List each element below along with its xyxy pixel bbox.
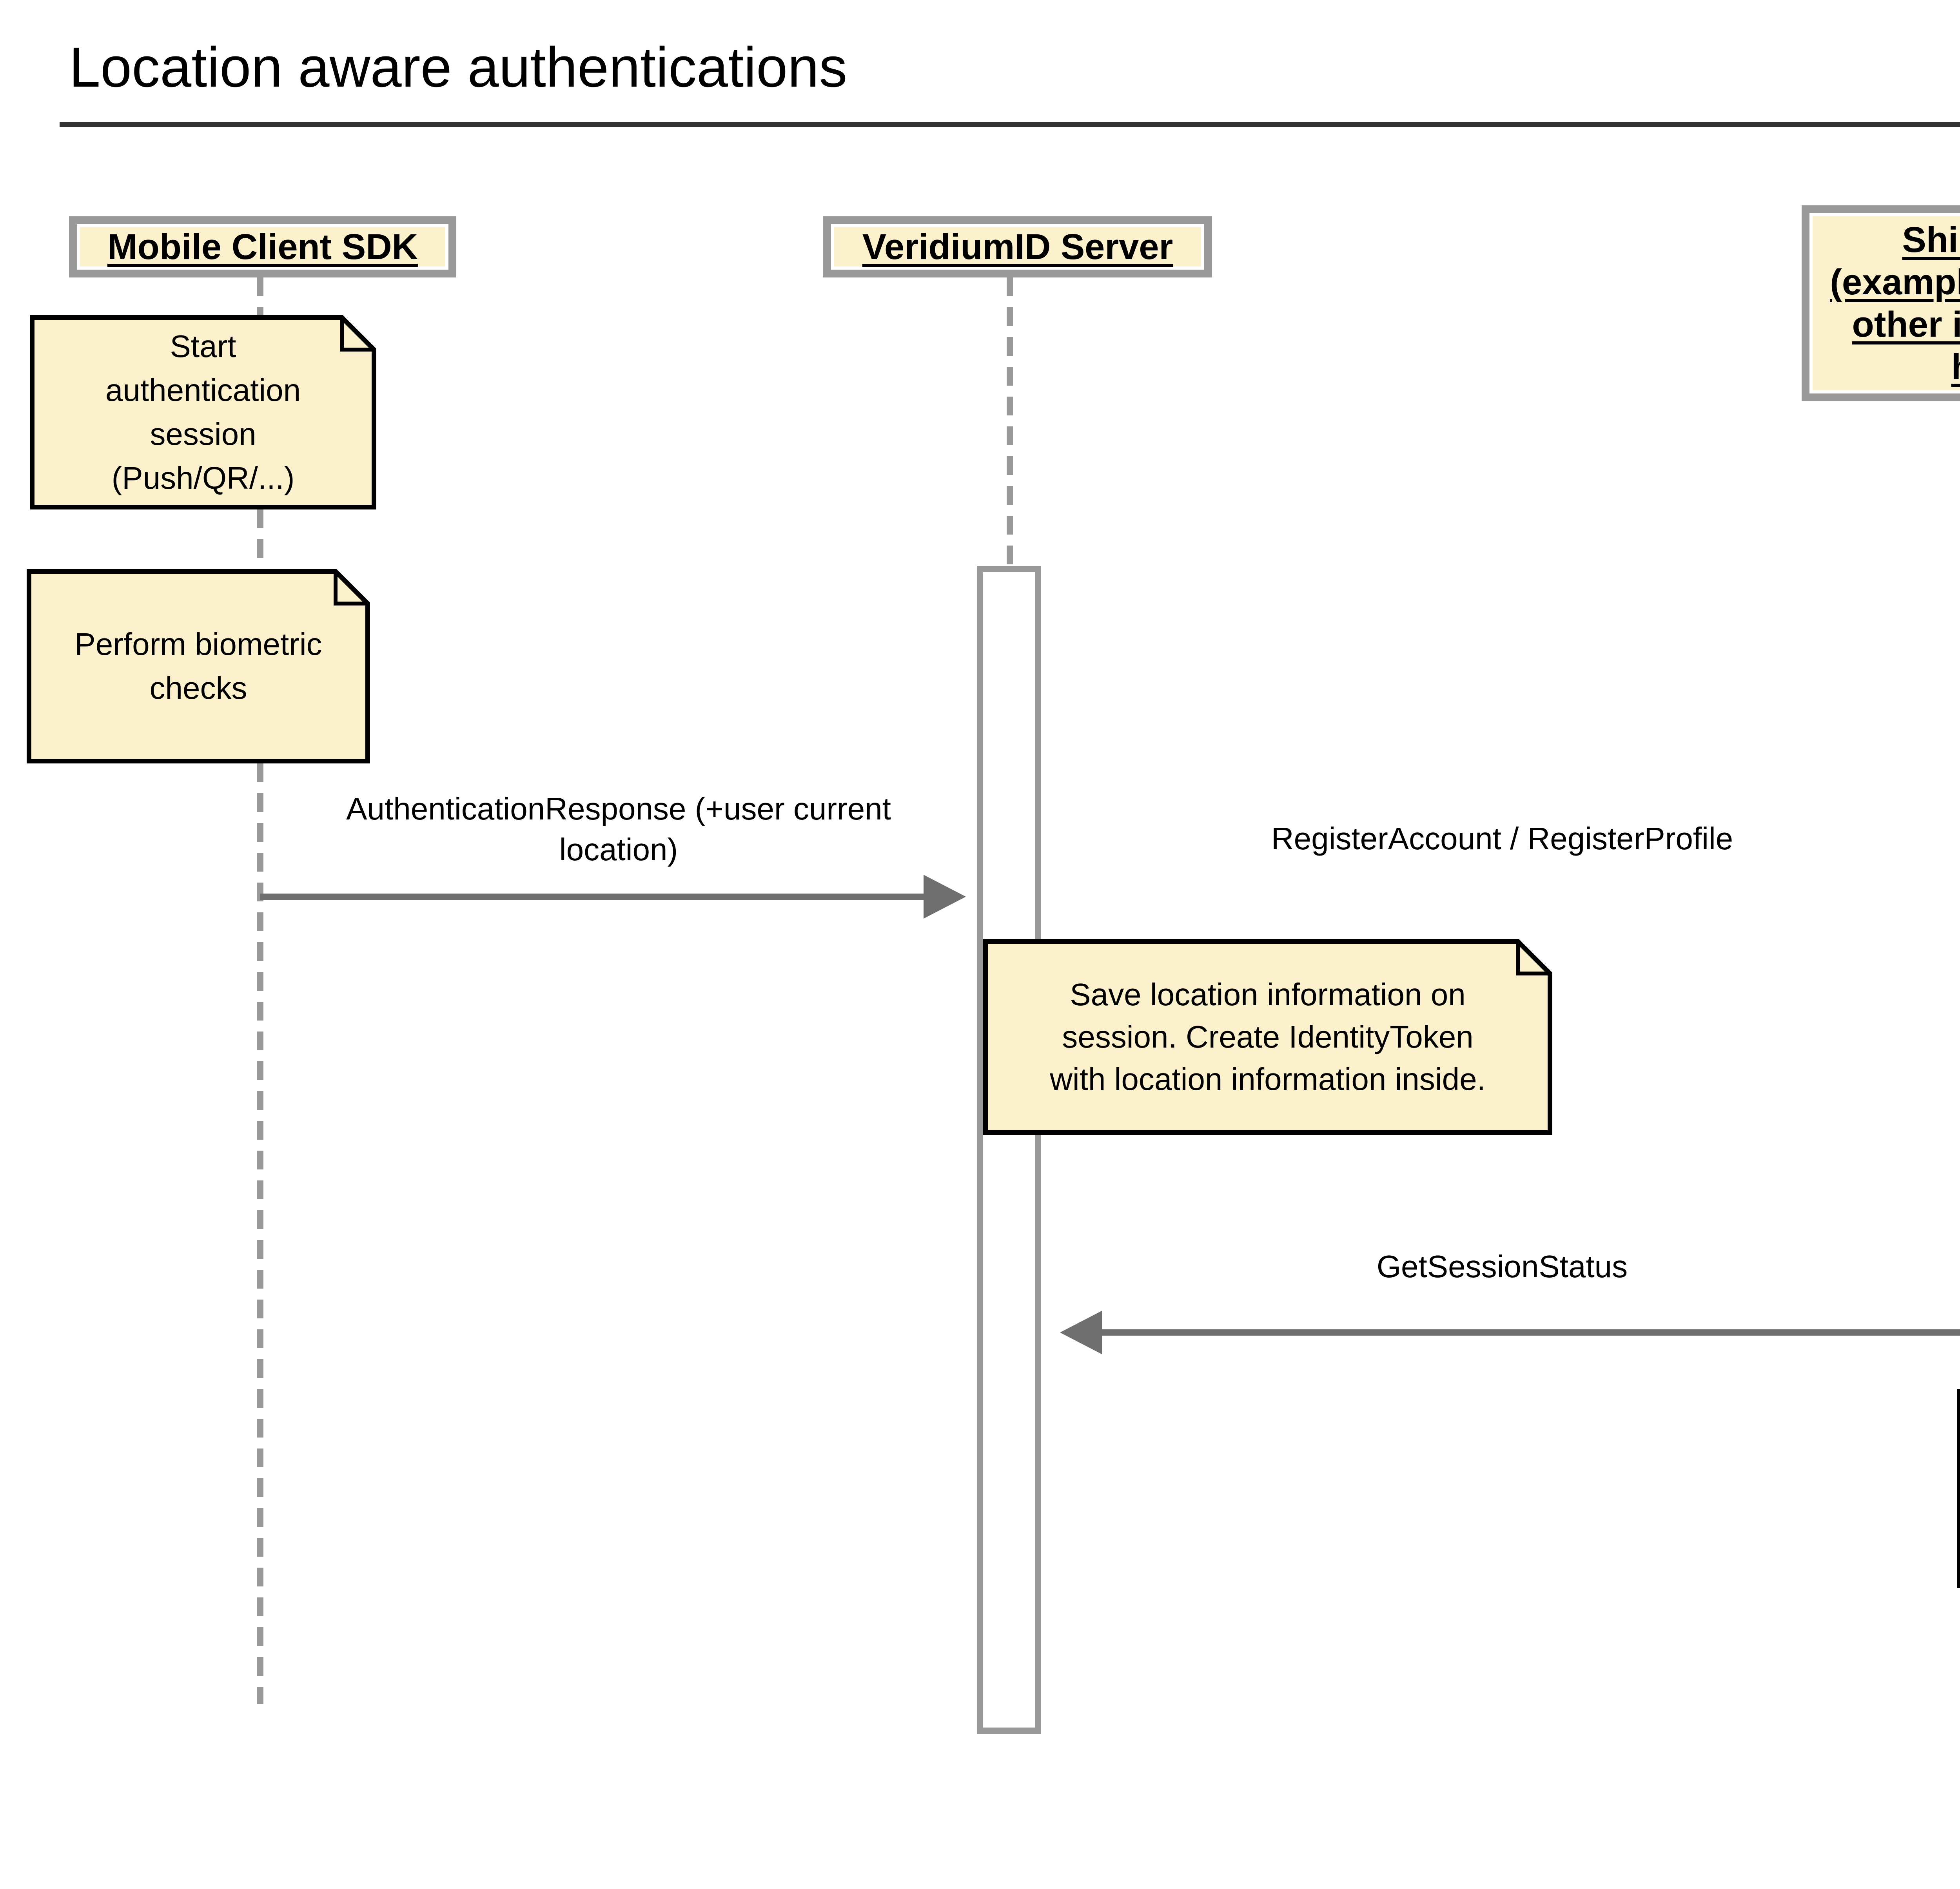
message-line-authentication-response (260, 894, 927, 900)
activation-bar-veridiumid-server (977, 566, 1041, 1734)
note-add-location-saml: Add location information as attributes i… (1957, 1389, 1960, 1588)
note-text: Add location information as attributes i… (1957, 1389, 1960, 1588)
actor-label-line: here) (1951, 346, 1960, 388)
message-line-get-session-status (1102, 1329, 1960, 1336)
arrowhead-right-icon (924, 875, 966, 919)
note-save-location-information: Save location information on session. Cr… (983, 939, 1552, 1135)
actor-label-line: Shibboleth (1902, 220, 1960, 260)
actor-label: Mobile Client SDK (107, 227, 418, 267)
note-text-line: with location information inside. (1050, 1062, 1486, 1097)
page-title: Location aware authentications (69, 36, 848, 99)
message-label-get-session-status: GetSessionStatus (1041, 1246, 1960, 1287)
note-fold-corner-icon (1516, 941, 1550, 975)
note-text-line: Start (170, 329, 236, 364)
message-label-register-account: RegisterAccount / RegisterProfile (1041, 818, 1960, 859)
message-label-authentication-response: AuthenticationResponse (+user current lo… (260, 789, 977, 870)
note-perform-biometric-checks: Perform biometric checks (27, 569, 370, 763)
lifeline-veridiumid-server (1007, 277, 1013, 566)
note-text-line: session (150, 417, 256, 451)
title-underline (60, 122, 1960, 127)
arrowhead-left-icon (1060, 1311, 1102, 1354)
lifeline-mobile-client-sdk (257, 509, 263, 569)
note-fold-corner-icon (340, 317, 374, 352)
note-text: Start authentication session (Push/QR/..… (30, 315, 376, 509)
note-start-authentication-session: Start authentication session (Push/QR/..… (30, 315, 376, 509)
note-shape (983, 939, 1552, 1135)
actor-label-line: (example. Could be (1830, 262, 1960, 302)
note-text: Save location information on session. Cr… (983, 939, 1552, 1135)
message-label-line: AuthenticationResponse (+user current (346, 791, 891, 826)
message-label-line: GetSessionStatus (1376, 1249, 1628, 1284)
message-label-line: RegisterAccount / RegisterProfile (1271, 821, 1733, 856)
note-text-line: Save location information on (1070, 977, 1466, 1012)
note-shape (27, 569, 370, 763)
note-text: Perform biometric checks (27, 569, 370, 763)
actor-mobile-client-sdk: Mobile Client SDK (69, 216, 456, 277)
note-text-line: Perform biometric (74, 627, 322, 662)
actor-label-line: other integration (1852, 305, 1960, 344)
actor-label: VeridiumID Server (862, 227, 1173, 267)
note-text-line: session. Create IdentityToken (1062, 1019, 1474, 1054)
note-fold-corner-icon (334, 571, 368, 605)
message-label-line: location) (559, 832, 678, 867)
lifeline-mobile-client-sdk (257, 763, 263, 1704)
note-text-line: checks (149, 671, 247, 705)
actor-veridiumid-server: VeridiumID Server (823, 216, 1212, 277)
note-text-line: authentication (105, 373, 301, 408)
note-shape (30, 315, 376, 509)
note-text-line: (Push/QR/...) (111, 460, 295, 495)
lifeline-mobile-client-sdk (257, 277, 263, 315)
actor-shibboleth: Shibboleth (example. Could be other inte… (1802, 205, 1960, 401)
